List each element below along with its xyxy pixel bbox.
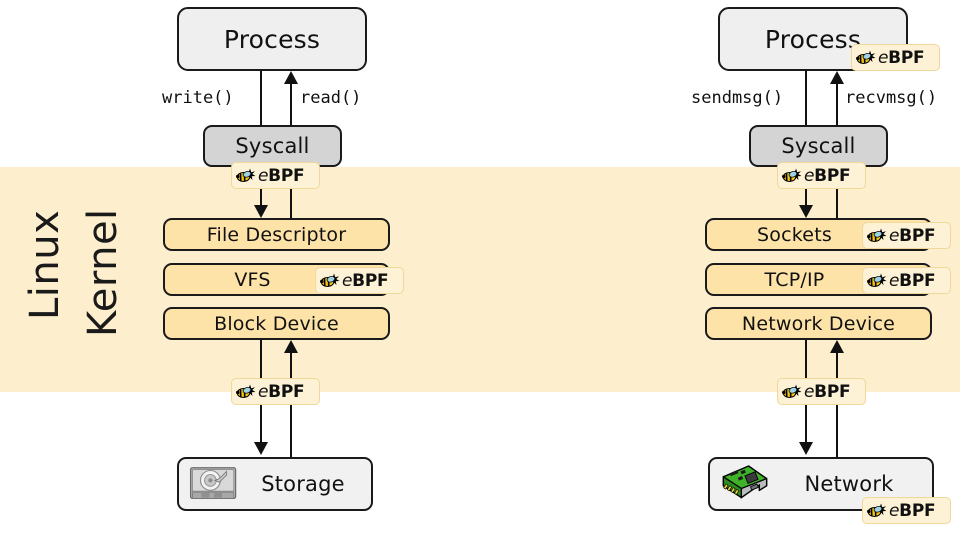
right-syscall-up-line	[836, 167, 838, 218]
left-syscall-label: Syscall	[235, 134, 310, 158]
ebpf-badge-text: eBPF	[878, 47, 925, 68]
ebpf-badge-text: eBPF	[258, 165, 305, 186]
left-layer-vfs-label: VFS	[234, 268, 271, 291]
right-layer-network-device-label: Network Device	[741, 312, 896, 335]
bee-icon	[782, 384, 802, 398]
right-device-network-label: Network	[804, 472, 894, 496]
bee-icon	[867, 503, 887, 517]
ebpf-badge-tcpip[interactable]: eBPF	[862, 267, 951, 294]
left-store-up-line	[290, 353, 292, 457]
left-device-storage[interactable]: Storage	[177, 457, 373, 511]
ebpf-badge-block-device[interactable]: eBPF	[231, 378, 320, 405]
left-device-storage-label: Storage	[261, 472, 345, 496]
ebpf-badge-syscall-right[interactable]: eBPF	[777, 162, 866, 189]
right-recvmsg-arrowhead	[830, 71, 844, 84]
ebpf-badge-network-device[interactable]: eBPF	[777, 378, 866, 405]
right-syscall-label: Syscall	[781, 134, 856, 158]
right-recvmsg-line	[836, 84, 838, 125]
right-layer-sockets[interactable]: Sockets	[705, 218, 932, 251]
ebpf-badge-text: eBPF	[804, 381, 851, 402]
left-read-arrowhead	[284, 71, 298, 84]
right-layer-sockets-label: Sockets	[757, 223, 832, 246]
bee-icon	[236, 384, 256, 398]
right-sendmsg-line	[805, 71, 807, 125]
bee-icon	[236, 168, 256, 182]
right-syscall-box[interactable]: Syscall	[749, 125, 888, 167]
left-syscall-down-arrowhead	[254, 205, 268, 218]
hard-disk-icon	[189, 467, 237, 500]
bee-icon	[867, 228, 887, 242]
left-store-down-arrowhead	[254, 442, 268, 455]
ebpf-badge-text: eBPF	[342, 270, 389, 291]
ebpf-badge-text: eBPF	[889, 270, 936, 291]
left-write-label: write()	[162, 88, 234, 108]
left-write-line	[260, 71, 262, 125]
right-process-label: Process	[764, 24, 862, 54]
right-syscall-down-arrowhead	[799, 205, 813, 218]
network-card-icon	[722, 465, 768, 499]
ebpf-badge-syscall-left[interactable]: eBPF	[231, 162, 320, 189]
right-layer-tcpip-label: TCP/IP	[764, 268, 825, 291]
right-sendmsg-label: sendmsg()	[691, 88, 784, 108]
left-layer-file-descriptor-label: File Descriptor	[206, 223, 347, 246]
ebpf-badge-sockets[interactable]: eBPF	[862, 222, 951, 249]
left-syscall-box[interactable]: Syscall	[203, 125, 342, 167]
left-process-label: Process	[223, 24, 321, 54]
left-read-line	[290, 84, 292, 125]
ebpf-badge-process-right[interactable]: eBPF	[851, 44, 940, 71]
ebpf-badge-text: eBPF	[258, 381, 305, 402]
left-read-label: read()	[300, 88, 362, 108]
right-net-up-arrowhead	[830, 340, 844, 353]
ebpf-badge-text: eBPF	[804, 165, 851, 186]
right-layer-network-device[interactable]: Network Device	[705, 307, 932, 340]
ebpf-badge-network[interactable]: eBPF	[862, 497, 951, 524]
left-layer-block-device[interactable]: Block Device	[163, 307, 390, 340]
bee-icon	[867, 273, 887, 287]
left-process-box[interactable]: Process	[177, 7, 367, 71]
left-store-up-arrowhead	[284, 340, 298, 353]
left-layer-block-device-label: Block Device	[214, 312, 339, 335]
ebpf-badge-text: eBPF	[889, 225, 936, 246]
ebpf-badge-vfs[interactable]: eBPF	[315, 267, 404, 294]
left-syscall-up-line	[290, 167, 292, 218]
right-net-up-line	[836, 353, 838, 457]
right-recvmsg-label: recvmsg()	[845, 88, 938, 108]
right-net-down-arrowhead	[799, 442, 813, 455]
kernel-label-kernel: Kernel	[80, 208, 126, 337]
bee-icon	[782, 168, 802, 182]
kernel-label-linux: Linux	[22, 209, 68, 320]
bee-icon	[320, 273, 340, 287]
bee-icon	[856, 50, 876, 64]
ebpf-badge-text: eBPF	[889, 500, 936, 521]
left-layer-file-descriptor[interactable]: File Descriptor	[163, 218, 390, 251]
